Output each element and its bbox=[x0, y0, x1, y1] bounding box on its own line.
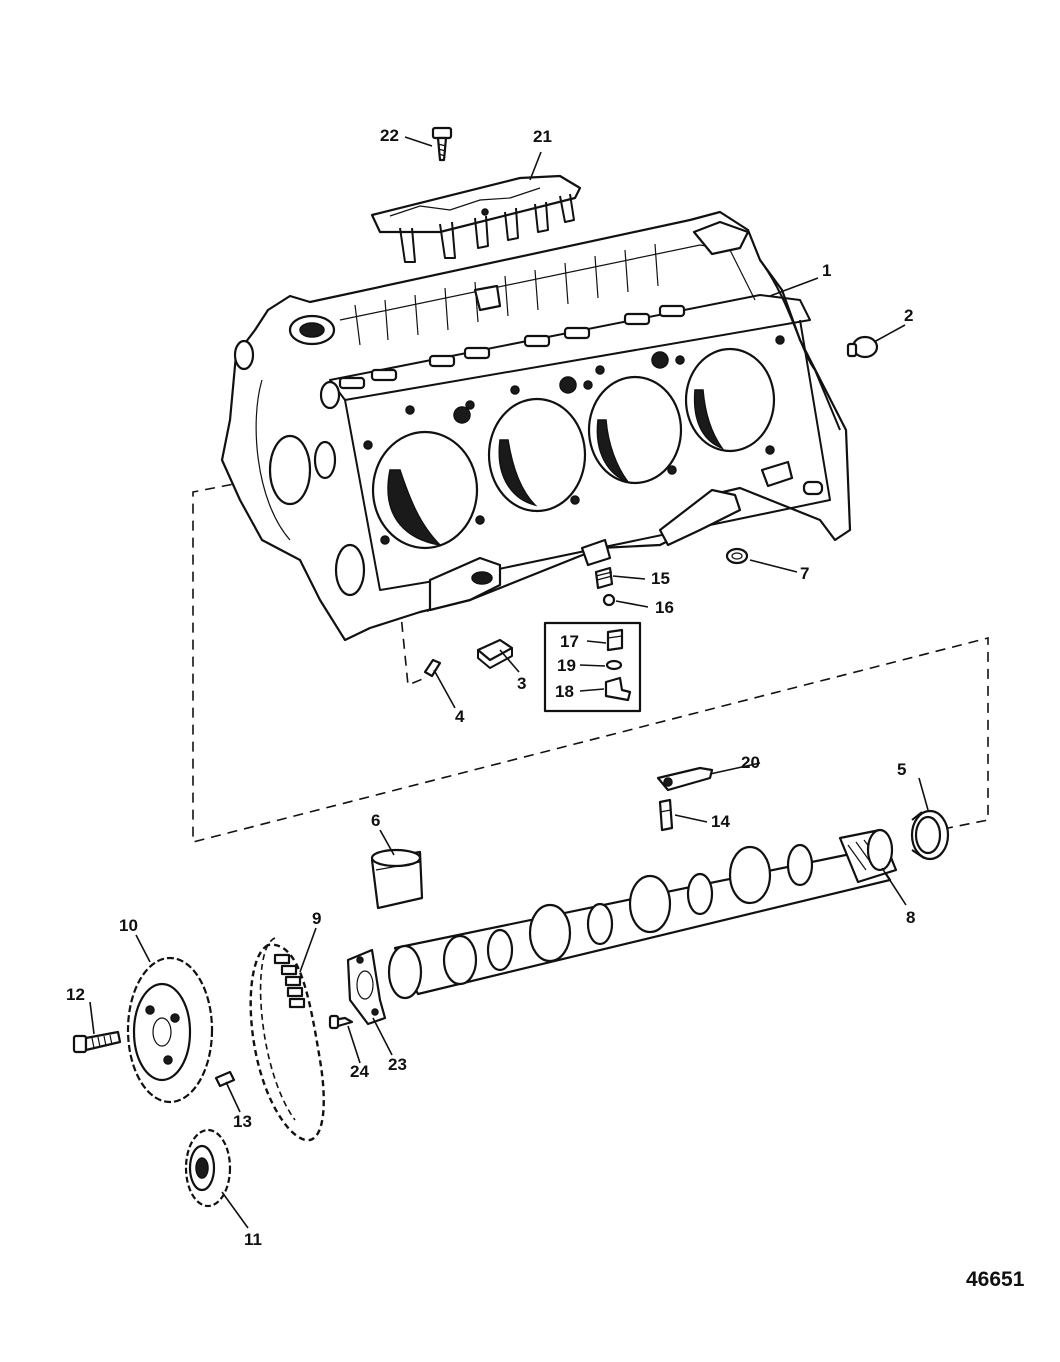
callout-23: 23 bbox=[388, 1055, 407, 1074]
part-8-camshaft bbox=[387, 828, 898, 1000]
callout-18: 18 bbox=[555, 682, 574, 701]
callout-17: 17 bbox=[560, 632, 579, 651]
inset-box bbox=[543, 621, 642, 713]
callout-9: 9 bbox=[312, 909, 321, 928]
callout-1: 1 bbox=[822, 261, 831, 280]
callout-22: 22 bbox=[380, 126, 399, 145]
part-7-oring bbox=[725, 547, 749, 565]
callout-5: 5 bbox=[897, 760, 906, 779]
part-20-retainer bbox=[656, 766, 714, 792]
callout-12: 12 bbox=[66, 985, 85, 1004]
part-12-bolt bbox=[72, 1030, 122, 1054]
callout-8: 8 bbox=[906, 908, 915, 927]
callout-24: 24 bbox=[350, 1062, 369, 1081]
callout-21: 21 bbox=[533, 127, 552, 146]
part-4-dowel-pin bbox=[423, 658, 442, 678]
part-6-cam-bearing bbox=[370, 848, 424, 910]
part-22-bolt bbox=[431, 126, 453, 162]
part-10-cam-sprocket bbox=[126, 956, 214, 1104]
part-23-gasket bbox=[346, 948, 387, 1026]
callout-20: 20 bbox=[741, 753, 760, 772]
part-14-lifter bbox=[658, 798, 674, 832]
callout-4: 4 bbox=[455, 707, 465, 726]
callout-6: 6 bbox=[371, 811, 380, 830]
cam-lobes bbox=[442, 843, 814, 986]
callout-14: 14 bbox=[711, 812, 730, 831]
part-13-dowel bbox=[214, 1070, 236, 1088]
part-9-timing-chain bbox=[249, 937, 325, 1142]
callout-labels: 1 2 3 4 5 6 7 8 9 10 11 12 13 14 15 16 1… bbox=[66, 126, 915, 1249]
head-bolt-holes bbox=[363, 335, 785, 545]
part-11-crank-sprocket bbox=[184, 1128, 232, 1208]
callout-13: 13 bbox=[233, 1112, 252, 1131]
part-16-ball bbox=[602, 593, 616, 607]
callout-19: 19 bbox=[557, 656, 576, 675]
callout-16: 16 bbox=[655, 598, 674, 617]
part-3-insert bbox=[476, 638, 514, 669]
callout-11: 11 bbox=[244, 1230, 262, 1249]
figure-number: 46651 bbox=[966, 1268, 1025, 1291]
part-1-engine-block bbox=[220, 210, 852, 642]
part-21-baffle-plate bbox=[370, 174, 582, 263]
callout-3: 3 bbox=[517, 674, 526, 693]
callout-10: 10 bbox=[119, 916, 138, 935]
callout-15: 15 bbox=[651, 569, 670, 588]
part-15-fitting bbox=[594, 566, 614, 590]
part-24-screw bbox=[328, 1014, 354, 1030]
callout-2: 2 bbox=[904, 306, 913, 325]
callout-7: 7 bbox=[800, 564, 809, 583]
part-5-cam-bearing bbox=[910, 809, 950, 861]
leader-lines bbox=[89, 136, 929, 1229]
part-2-plug bbox=[846, 335, 879, 359]
chain-links bbox=[273, 953, 306, 1009]
